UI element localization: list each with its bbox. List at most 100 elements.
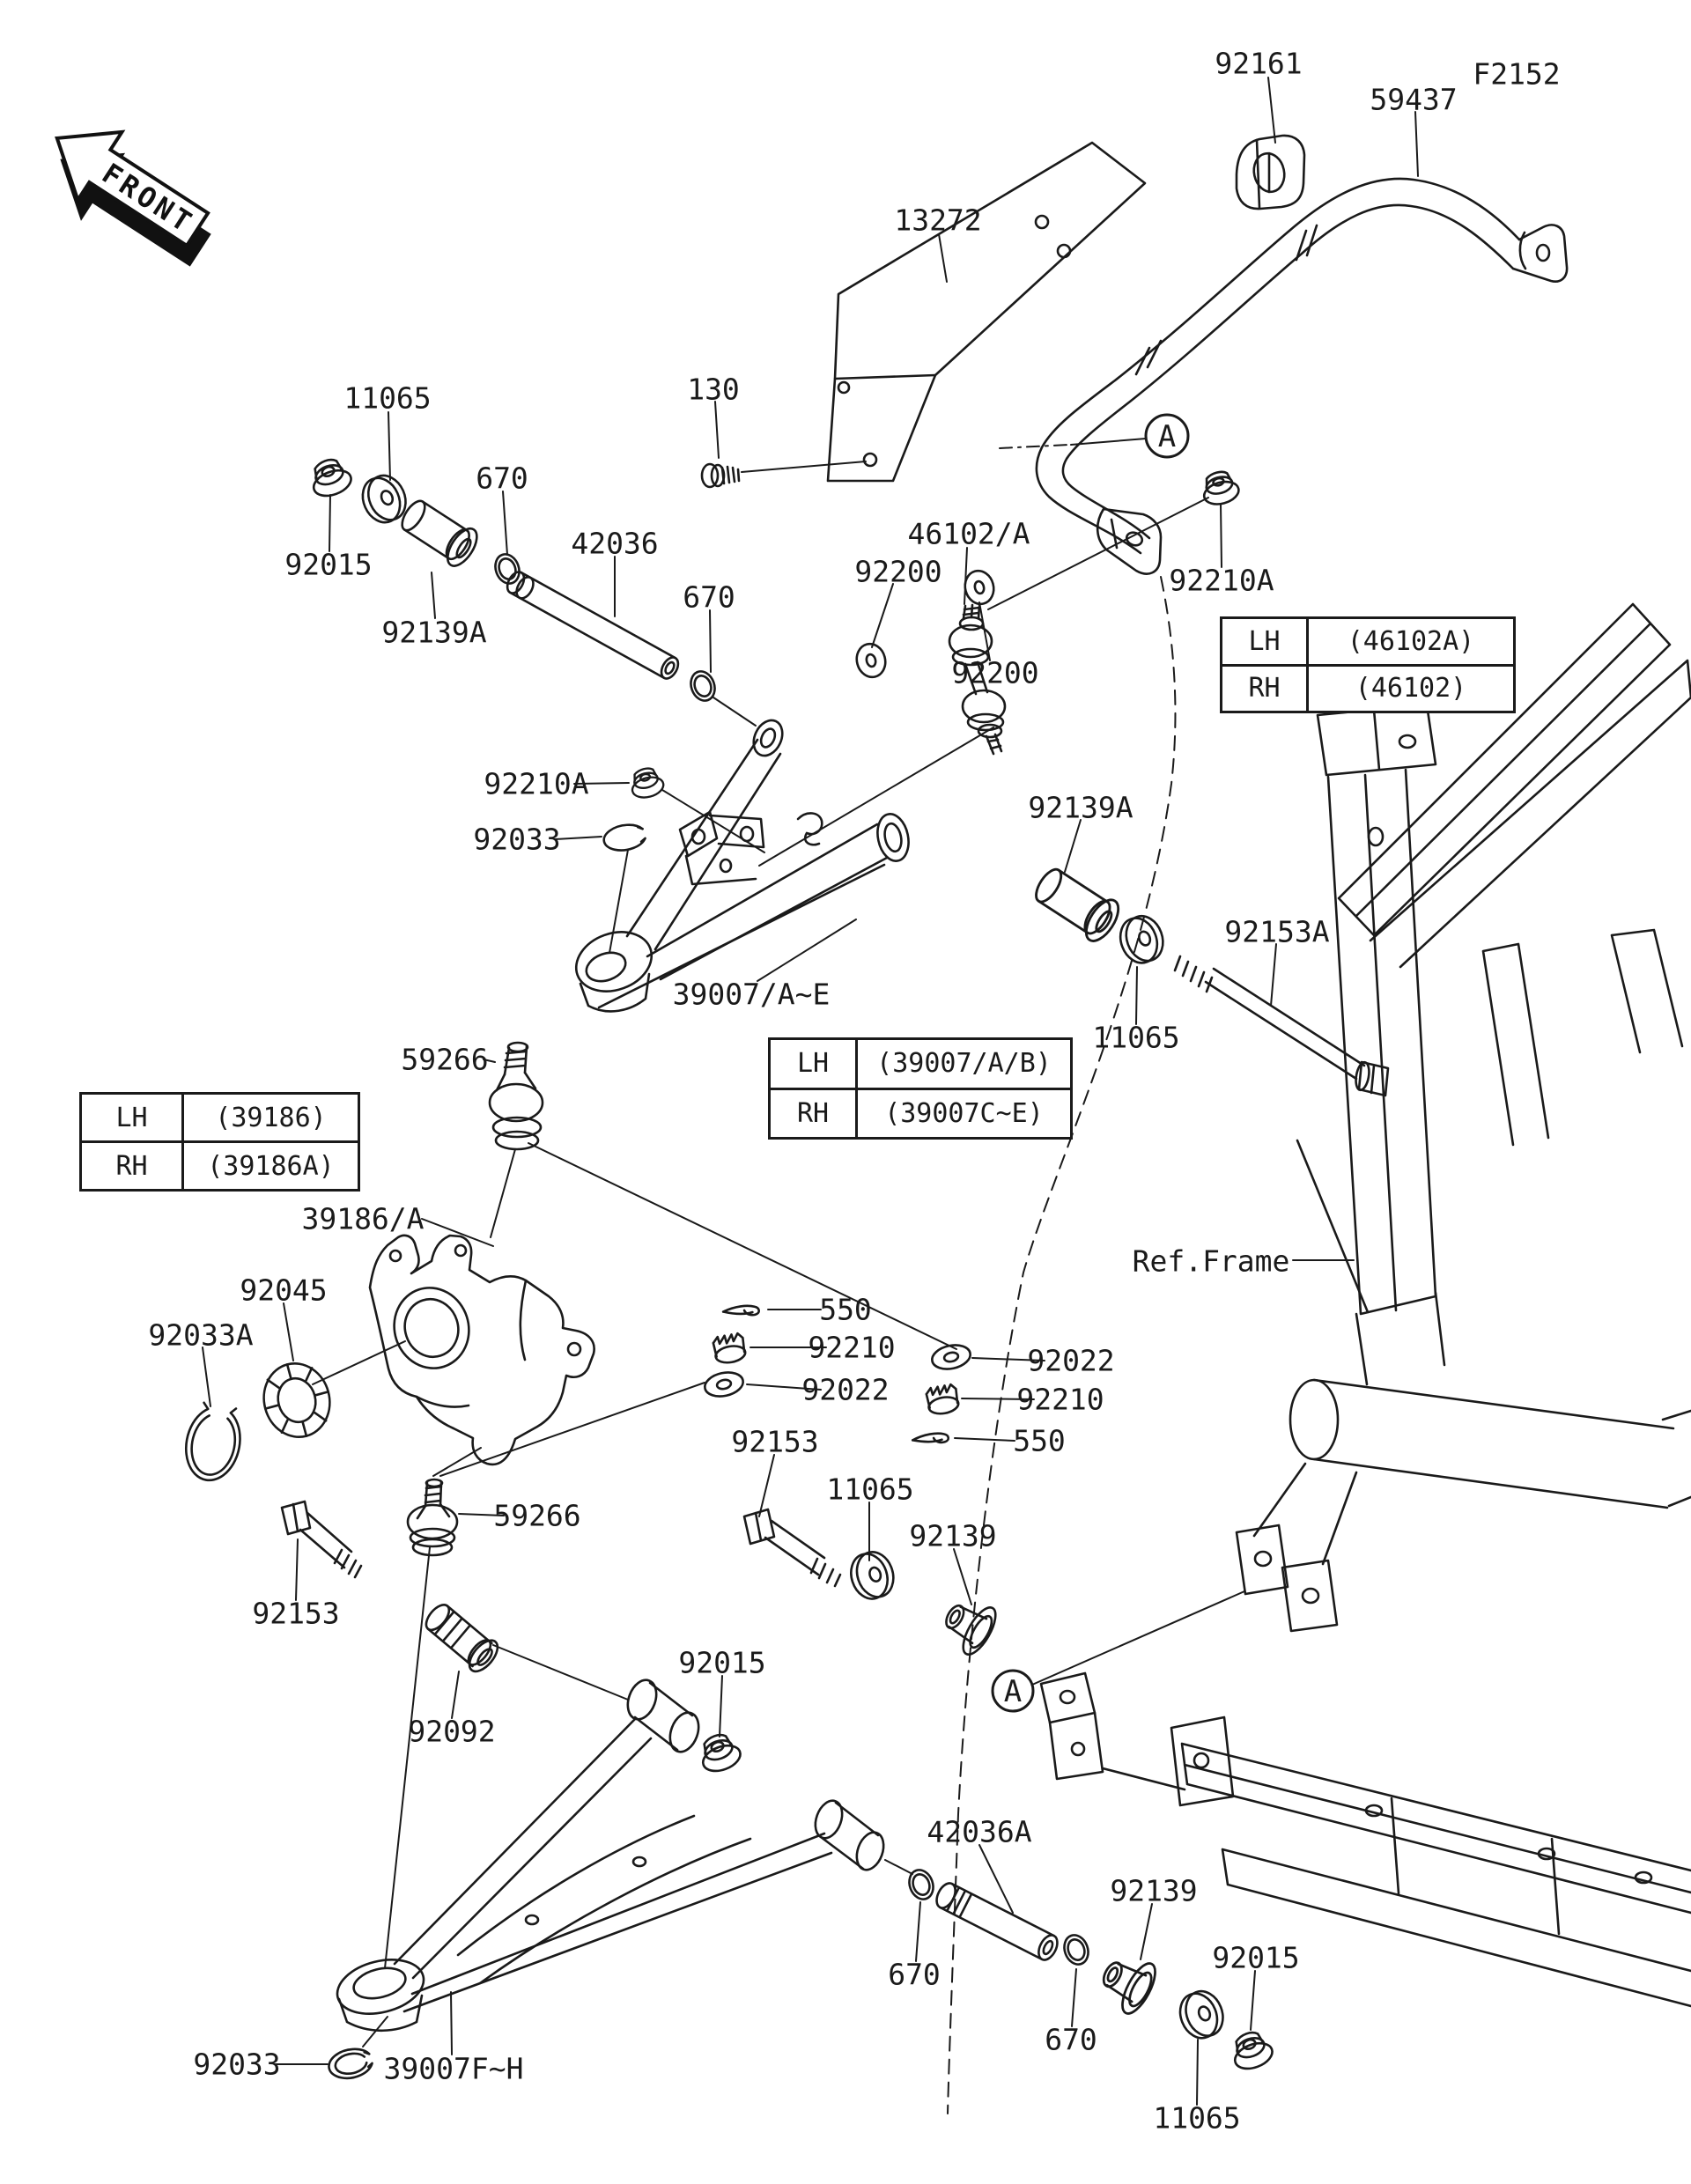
table-cell-side: RH xyxy=(82,1143,184,1189)
stabilizer-link-drawing xyxy=(948,603,1007,756)
knuckle-drawing xyxy=(368,1234,595,1466)
lh-rh-table-upper-arm: LH (39007/A/B) RH (39007C~E) xyxy=(768,1037,1073,1140)
washer-11065-a xyxy=(361,474,407,524)
bushing-92139-mid xyxy=(945,1604,997,1656)
table-cell-side: RH xyxy=(771,1089,858,1137)
lower-ball-joint-drawing xyxy=(406,1478,459,1557)
part-label-92015-a: 92015 xyxy=(284,547,373,582)
snap-ring-92033-upper xyxy=(602,823,646,852)
part-label-92153A: 92153A xyxy=(1224,914,1330,949)
flange-nut-92015-a xyxy=(312,458,352,498)
part-label-92022-a: 92022 xyxy=(801,1372,890,1407)
table-cell-side: RH xyxy=(1222,666,1309,711)
o-ring-670-d xyxy=(1063,1934,1089,1966)
stabilizer-bracket-drawing xyxy=(826,141,1147,483)
figure-code: F2152 xyxy=(1473,56,1561,92)
table-row: LH (39007/A/B) xyxy=(771,1040,1070,1088)
upper-arm-drawing xyxy=(574,719,910,1013)
part-label-13272: 13272 xyxy=(894,203,982,238)
part-label-92033-a: 92033 xyxy=(473,822,561,857)
part-label-39186A: 39186/A xyxy=(301,1201,425,1236)
table-row: RH (46102) xyxy=(1222,663,1513,711)
sleeve-42036A-drawing xyxy=(935,1882,1059,1961)
table-row: RH (39186A) xyxy=(82,1140,358,1189)
ref-frame-label: Ref.Frame xyxy=(1132,1243,1290,1279)
part-label-92210A-a: 92210A xyxy=(1169,563,1274,598)
flange-nut-92015-b xyxy=(701,1733,742,1773)
table-cell-side: LH xyxy=(82,1095,184,1140)
ref-frame-drawing xyxy=(1039,602,1691,2008)
table-row: RH (39007C~E) xyxy=(771,1087,1070,1137)
detail-marker-bottom-letter: A xyxy=(1004,1674,1022,1709)
cotter-pin-550-icons xyxy=(721,1304,950,1444)
upper-ball-joint-drawing xyxy=(488,1041,544,1151)
table-cell-part: (46102A) xyxy=(1347,625,1475,657)
lh-rh-table-stabilizer-link: LH (46102A) RH (46102) xyxy=(1220,616,1516,713)
stabilizer-bar-drawing xyxy=(1035,177,1569,575)
part-label-92139-b: 92139 xyxy=(1110,1873,1198,1908)
lh-rh-table-knuckle: LH (39186) RH (39186A) xyxy=(79,1092,360,1192)
part-label-92015-c: 92015 xyxy=(1212,1940,1300,1975)
washer-11065-b xyxy=(1119,914,1164,964)
part-label-670-b: 670 xyxy=(683,579,735,615)
table-cell-side: LH xyxy=(771,1040,858,1088)
washer-92022-icons xyxy=(704,1344,971,1398)
part-label-92015-b: 92015 xyxy=(678,1645,766,1680)
part-label-39007AE: 39007/A~E xyxy=(672,977,831,1012)
washer-11065-d xyxy=(1178,1989,1224,2040)
leader-lines xyxy=(202,77,1419,2106)
detail-marker-top-letter: A xyxy=(1158,419,1176,454)
part-label-92022-b: 92022 xyxy=(1027,1343,1115,1378)
part-label-59437: 59437 xyxy=(1370,82,1458,117)
part-label-92210A-b: 92210A xyxy=(484,766,589,801)
detail-marker-top: A xyxy=(1144,413,1190,459)
table-cell-part: (39007C~E) xyxy=(884,1097,1044,1129)
part-label-92139A-b: 92139A xyxy=(1028,790,1133,825)
part-label-11065-b: 11065 xyxy=(1092,1020,1180,1055)
part-label-59266-b: 59266 xyxy=(493,1498,581,1533)
tube-42036 xyxy=(506,571,680,680)
part-label-92200-b: 92200 xyxy=(951,655,1039,690)
part-label-92033-b: 92033 xyxy=(193,2047,281,2082)
bolt-130-drawing xyxy=(700,462,741,489)
bushing-92092-drawing xyxy=(425,1604,499,1673)
part-label-550-a: 550 xyxy=(819,1292,872,1327)
snap-ring-92033A-drawing xyxy=(184,1401,241,1482)
front-arrow-icon: FRONT xyxy=(55,129,211,267)
part-label-92200-a: 92200 xyxy=(854,554,942,589)
table-row: LH (39186) xyxy=(82,1095,358,1140)
flange-nut-92015-c xyxy=(1233,2031,1274,2070)
part-label-92161: 92161 xyxy=(1215,46,1303,81)
part-label-550-b: 550 xyxy=(1013,1423,1066,1458)
part-label-92092: 92092 xyxy=(408,1714,496,1749)
table-cell-part: (46102) xyxy=(1355,673,1467,705)
table-cell-part: (39186A) xyxy=(207,1150,335,1182)
bushing-92139A-b xyxy=(1035,867,1120,942)
castle-nut-92210-icons xyxy=(712,1332,960,1415)
part-label-92139-a: 92139 xyxy=(909,1518,997,1553)
part-label-92153-a: 92153 xyxy=(731,1424,819,1459)
nut-92210A-icons xyxy=(631,470,1240,799)
table-cell-part: (39186) xyxy=(215,1102,327,1133)
detail-marker-bottom: A xyxy=(991,1669,1035,1713)
table-cell-part: (39007/A/B) xyxy=(876,1048,1052,1080)
bushing-92139-bottom xyxy=(1102,1961,1156,2015)
part-label-59266-a: 59266 xyxy=(401,1042,489,1077)
part-label-11065-a: 11065 xyxy=(343,380,432,416)
o-ring-670-b xyxy=(690,670,716,702)
bolt-92153A-drawing xyxy=(1173,955,1390,1097)
part-label-42036A: 42036A xyxy=(927,1814,1032,1849)
lower-arm-drawing xyxy=(336,1679,885,2033)
part-label-670-d: 670 xyxy=(1045,2022,1097,2057)
part-label-11065-d: 11065 xyxy=(1153,2100,1241,2136)
part-label-92210-b: 92210 xyxy=(1016,1382,1104,1417)
part-label-92045: 92045 xyxy=(240,1273,328,1308)
bolt-92153-mid-drawing xyxy=(742,1508,842,1588)
o-ring-670-c xyxy=(908,1869,934,1900)
bushing-92139A-a xyxy=(401,499,478,567)
part-label-39007FH: 39007F~H xyxy=(383,2051,524,2086)
part-label-130: 130 xyxy=(687,372,740,407)
part-label-11065-c: 11065 xyxy=(826,1472,914,1507)
